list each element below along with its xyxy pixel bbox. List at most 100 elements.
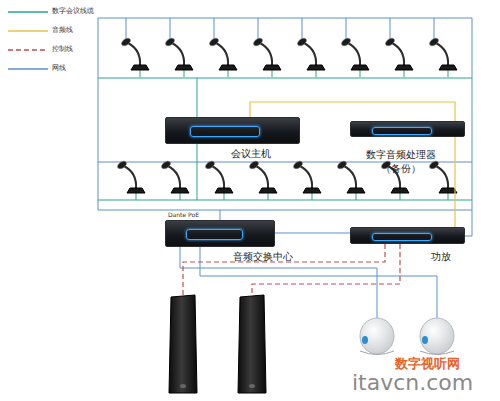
mic-base: [215, 188, 233, 193]
front-panel-light: [372, 233, 432, 241]
gooseneck-microphone: [208, 18, 237, 77]
mic-base: [439, 65, 457, 70]
conference-cable: [197, 78, 198, 117]
legend-sample: [8, 49, 48, 51]
mic-head: [428, 160, 440, 171]
mic-base: [127, 188, 145, 193]
cable-drop: [140, 70, 141, 77]
mic-neck: [216, 43, 228, 65]
amplifier: 功放: [350, 227, 465, 244]
conference-cable: [98, 200, 472, 201]
front-panel-light: [372, 127, 432, 135]
cable-drop: [360, 70, 361, 77]
network-drop: [346, 18, 347, 39]
cable-drop: [356, 193, 357, 200]
mic-neck: [256, 166, 268, 188]
mic-base: [171, 188, 189, 193]
mic-base: [175, 65, 193, 70]
network-frame: [98, 18, 472, 210]
legend-text: 网线: [52, 64, 66, 73]
network-drop: [302, 18, 303, 39]
gooseneck-microphone: [120, 18, 149, 77]
mic-head: [160, 160, 172, 171]
mic-neck: [260, 43, 272, 65]
front-panel-light: [186, 229, 243, 240]
mic-neck: [304, 43, 316, 65]
audio-switch: 音频交换中心: [165, 220, 275, 247]
mic-neck: [392, 43, 404, 65]
cable-drop: [400, 193, 401, 200]
network-line: [200, 247, 437, 318]
mic-neck: [436, 43, 448, 65]
mic-head: [164, 37, 176, 48]
column-speaker: [238, 295, 266, 393]
gooseneck-microphone: [204, 160, 233, 200]
cable-drop: [268, 193, 269, 200]
gooseneck-microphone: [292, 160, 321, 200]
network-drop: [170, 18, 171, 39]
mic-base: [391, 188, 409, 193]
legend-sample: [8, 68, 48, 70]
network-line: [220, 210, 221, 220]
device-label: 功放: [431, 251, 451, 263]
audio-processor: 数字音频处理器 （备份）: [350, 121, 465, 137]
mic-head: [208, 37, 220, 48]
mic-base: [395, 65, 413, 70]
gooseneck-microphone: [428, 18, 457, 77]
watermark: itavcn.com: [352, 371, 473, 395]
gooseneck-microphone: [340, 18, 369, 77]
mic-neck: [344, 166, 356, 188]
mic-base: [351, 65, 369, 70]
mic-base: [347, 188, 365, 193]
device-label: 会议主机: [231, 148, 271, 160]
control-line: [183, 244, 385, 295]
cable-drop: [312, 193, 313, 200]
ceiling-speaker: [360, 318, 394, 355]
gooseneck-microphone: [164, 18, 193, 77]
gooseneck-microphone: [252, 18, 281, 77]
mic-head: [336, 160, 348, 171]
watermark: 数字视听网: [395, 357, 460, 371]
mic-neck: [436, 166, 448, 188]
cable-drop: [272, 70, 273, 77]
network-frame: [98, 18, 472, 236]
network-line: [180, 247, 377, 318]
conference-cable: [98, 78, 472, 79]
mic-head: [120, 37, 132, 48]
front-panel-light: [190, 126, 260, 137]
cable-drop: [404, 70, 405, 77]
mic-head: [248, 160, 260, 171]
network-drop: [434, 18, 435, 39]
gooseneck-microphone: [428, 160, 457, 200]
mic-base: [307, 65, 325, 70]
device-label: 音频交换中心: [233, 251, 293, 263]
device-label: 数字音频处理器 （备份）: [361, 148, 441, 176]
ceiling-speaker: [420, 318, 454, 355]
network-drop: [126, 18, 127, 39]
mic-head: [296, 37, 308, 48]
gooseneck-microphone: [296, 18, 325, 77]
legend-text: 音频线: [52, 26, 73, 35]
cable-drop: [180, 193, 181, 200]
network-drop: [214, 18, 215, 39]
mic-head: [252, 37, 264, 48]
legend-sample: [8, 11, 48, 13]
mic-neck: [300, 166, 312, 188]
gooseneck-microphone: [248, 160, 277, 200]
cable-drop: [316, 70, 317, 77]
column-speaker: [169, 295, 197, 393]
connector: [275, 232, 350, 233]
cable-drop: [228, 70, 229, 77]
mic-base: [303, 188, 321, 193]
panel-label: Dante PoE: [168, 212, 199, 219]
mic-neck: [348, 43, 360, 65]
mic-head: [292, 160, 304, 171]
mic-head: [204, 160, 216, 171]
network-drop: [390, 18, 391, 39]
gooseneck-microphone: [384, 18, 413, 77]
mic-base: [263, 65, 281, 70]
conference-cable: [197, 144, 198, 200]
mic-neck: [128, 43, 140, 65]
